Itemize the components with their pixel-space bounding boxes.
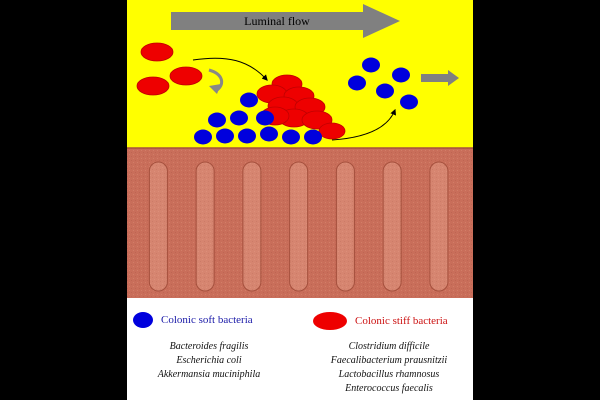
crypt <box>195 161 215 292</box>
crypt <box>289 161 309 292</box>
stiff-bacterium <box>140 42 174 62</box>
soft-bacteria-swatch <box>133 312 153 328</box>
soft-bacterium <box>400 94 418 110</box>
soft-bacterium <box>208 112 226 128</box>
gut-diagram: Luminal flow <box>127 0 473 298</box>
soft-bacterium <box>282 129 300 145</box>
soft-bacterium <box>194 129 212 145</box>
stiff-migration-arrow <box>192 57 268 81</box>
legend-stiff: Colonic stiff bacteria <box>313 312 448 330</box>
intestinal-crypts <box>148 161 449 292</box>
legend-stiff-label: Colonic stiff bacteria <box>355 315 448 327</box>
luminal-flow-arrow <box>171 4 400 38</box>
soft-bacterium <box>216 128 234 144</box>
species-name: Enterococcus faecalis <box>345 383 433 394</box>
soft-bacterium <box>260 126 278 142</box>
luminal-flow-label: Luminal flow <box>244 14 310 28</box>
crypt <box>335 161 355 292</box>
soft-bacterium <box>392 67 410 83</box>
legend-soft: Colonic soft bacteria <box>133 312 253 328</box>
stiff-bacterium <box>318 122 346 140</box>
exit-arrow <box>421 70 459 86</box>
stiff-bacteria-group <box>136 42 346 140</box>
stiff-bacteria-swatch <box>313 312 347 330</box>
species-name: Lactobacillus rhamnosus <box>338 369 440 380</box>
soft-bacterium <box>238 128 256 144</box>
stiff-bacterium <box>136 76 170 96</box>
crypt <box>242 161 262 292</box>
soft-bacterium <box>376 83 394 99</box>
species-name: Akkermansia muciniphila <box>157 369 261 380</box>
rotation-arrow-head <box>209 84 221 94</box>
soft-bacterium <box>348 75 366 91</box>
species-name: Clostridium difficile <box>348 341 430 352</box>
soft-bacteria-group <box>194 57 418 145</box>
crypt <box>382 161 402 292</box>
soft-bacterium <box>256 110 274 126</box>
species-name: Bacteroides fragilis <box>169 341 249 352</box>
species-name: Escherichia coli <box>176 355 242 366</box>
soft-bacterium <box>230 110 248 126</box>
stiff-bacterium <box>169 66 203 86</box>
soft-escape-arrow <box>331 108 396 141</box>
species-name: Faecalibacterium prausnitzii <box>330 355 448 366</box>
soft-bacterium <box>304 129 322 145</box>
legend-soft-label: Colonic soft bacteria <box>161 314 253 326</box>
stiff-species-list: Clostridium difficile Faecalibacterium p… <box>309 340 469 396</box>
soft-bacterium <box>362 57 380 73</box>
soft-species-list: Bacteroides fragilis Escherichia coli Ak… <box>131 340 287 382</box>
figure-panel: Luminal flow <box>127 0 473 400</box>
soft-bacterium <box>240 92 258 108</box>
crypt <box>148 161 168 292</box>
crypt <box>429 161 449 292</box>
